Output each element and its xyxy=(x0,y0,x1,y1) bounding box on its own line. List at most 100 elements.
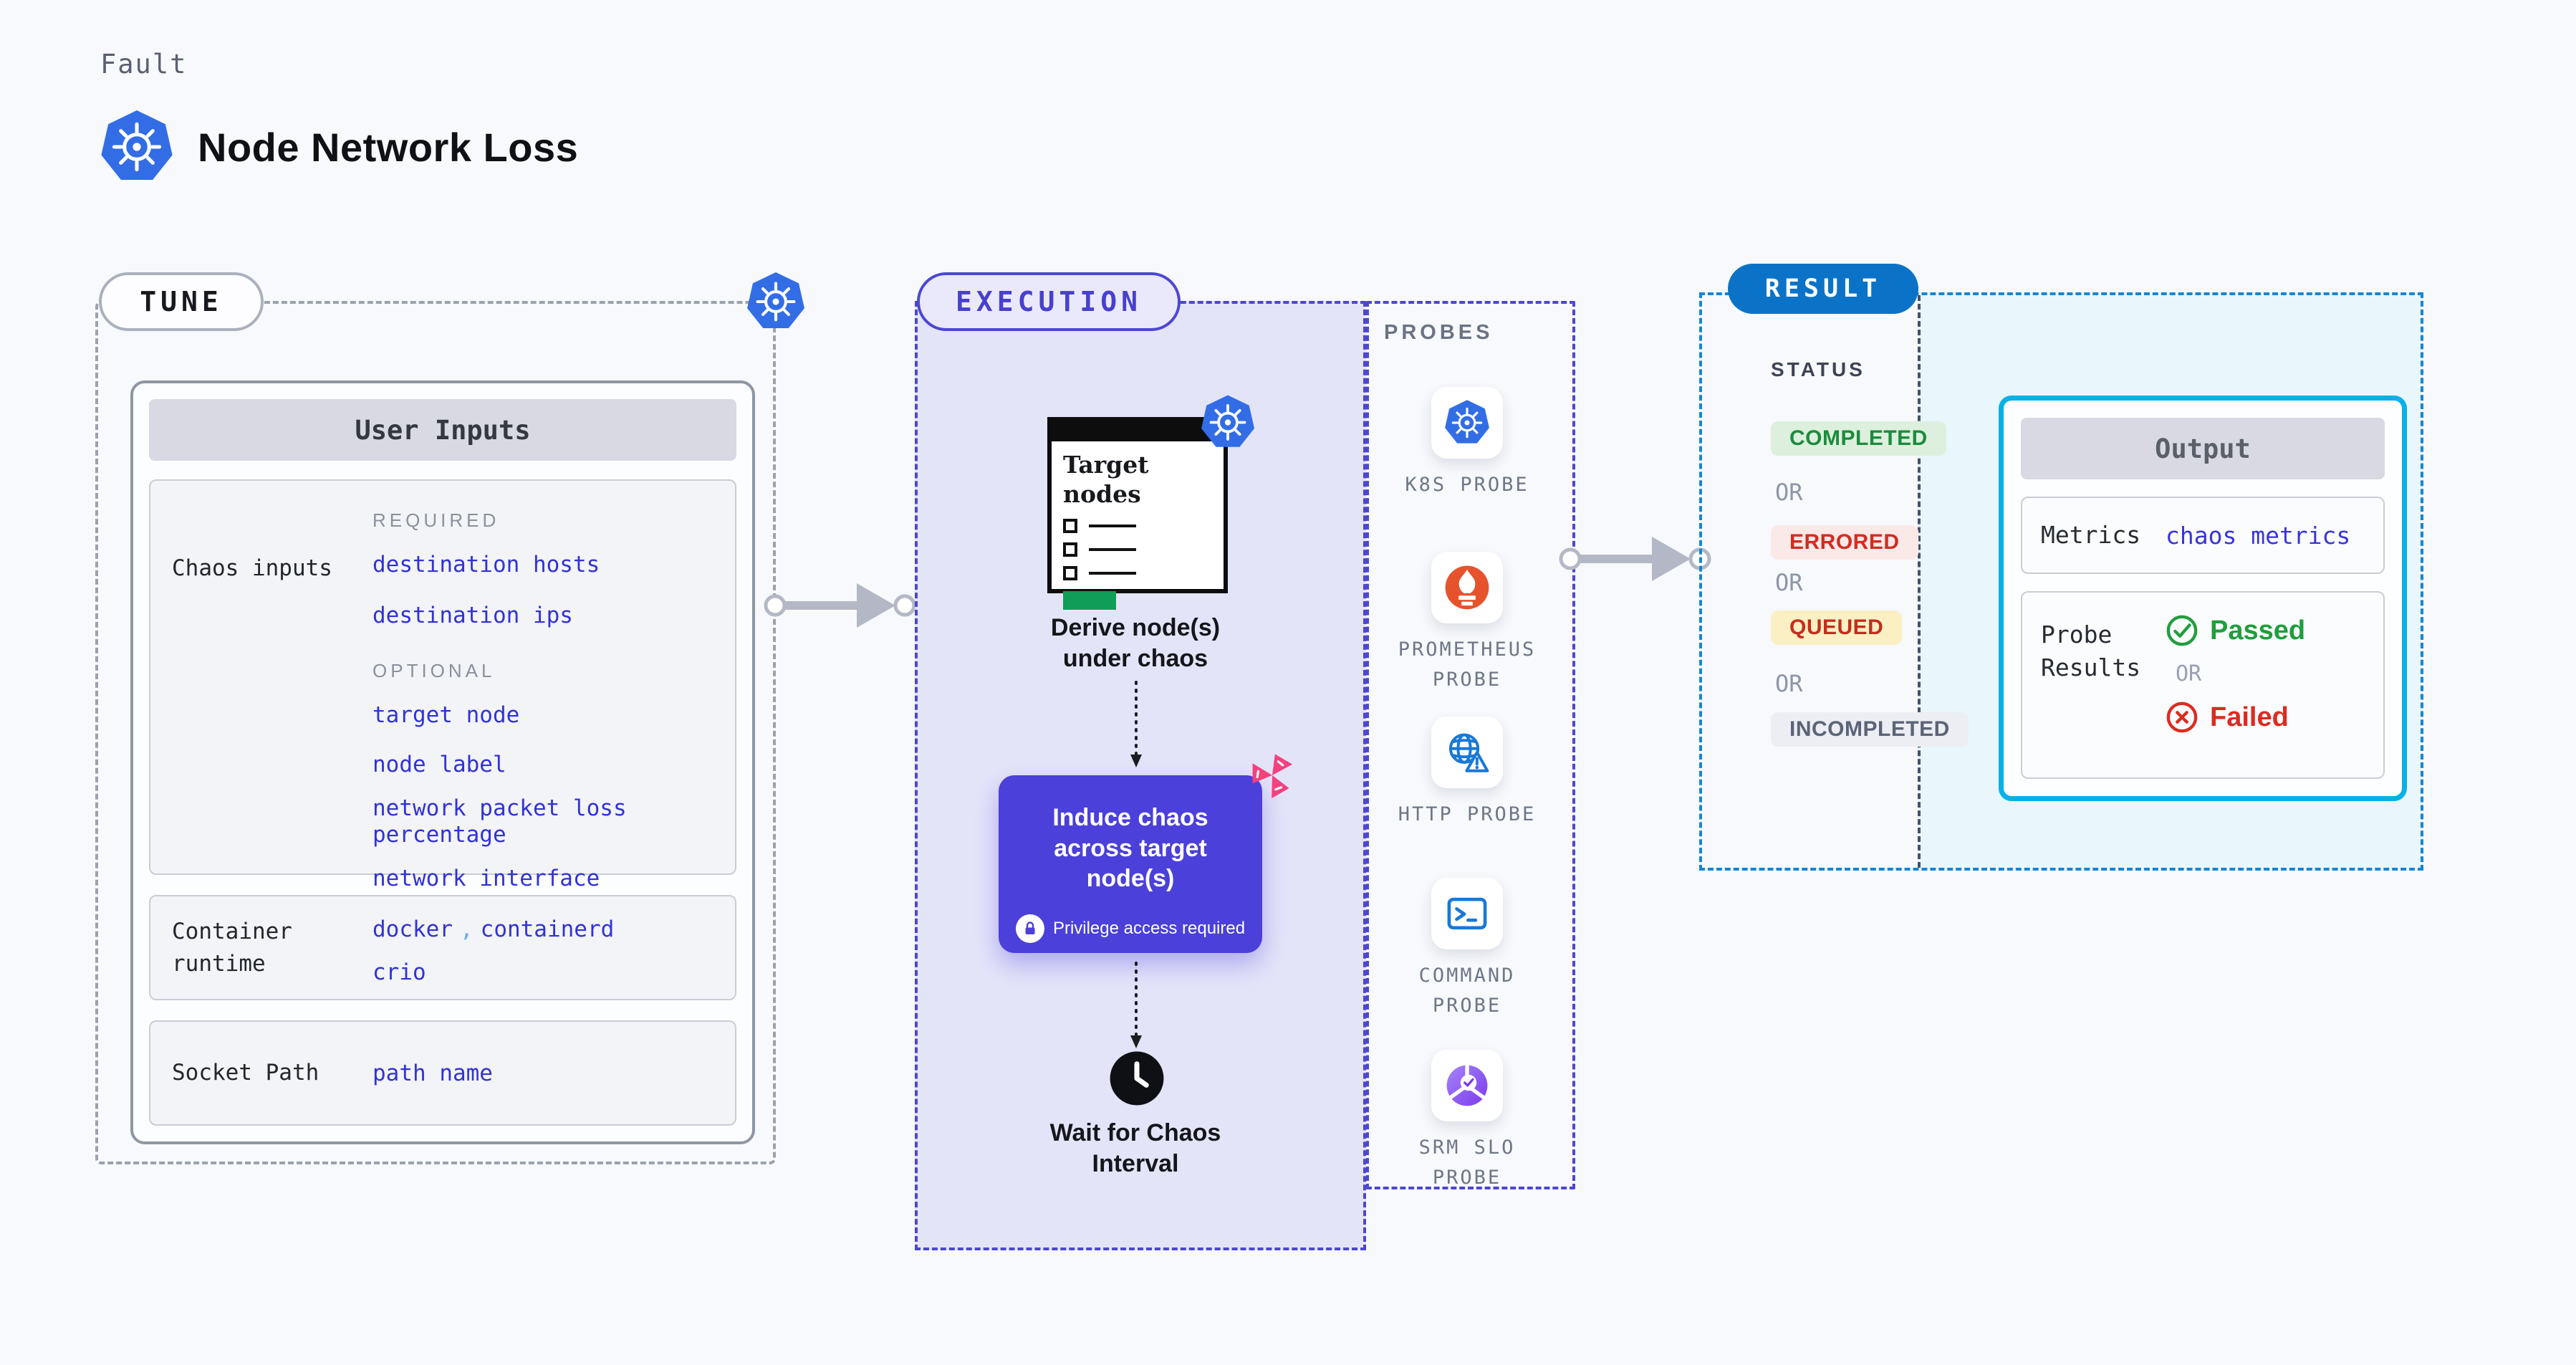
runtime-value: docker xyxy=(373,916,453,943)
metrics-label: Metrics xyxy=(2041,520,2141,549)
chaos-input-item: destination ips xyxy=(373,603,573,629)
user-inputs-title: User Inputs xyxy=(149,399,736,461)
status-heading: STATUS xyxy=(1771,358,1865,380)
derive-step-label: Derive node(s) under chaos xyxy=(1050,614,1221,672)
status-chip-completed: COMPLETED xyxy=(1771,421,1946,456)
probe-label: HTTP PROBE xyxy=(1398,803,1537,825)
status-chip-incompleted: INCOMPLETED xyxy=(1771,712,1969,747)
line-placeholder xyxy=(1089,571,1136,575)
container-runtime-row: Container runtime docker,containerd crio xyxy=(149,895,736,1001)
failed-verdict: Failed xyxy=(2166,701,2383,734)
litmus-chaos-icon xyxy=(1249,752,1295,798)
status-chip-queued: QUEUED xyxy=(1771,610,1903,645)
page-title: Node Network Loss xyxy=(198,124,579,170)
probe-card xyxy=(1431,717,1503,788)
node-checkbox-row xyxy=(1063,518,1212,533)
induce-chaos-card: Induce chaos across target node(s) Privi… xyxy=(999,775,1262,953)
chaos-inputs-row: Chaos inputs REQUIRED destination hosts … xyxy=(149,479,736,891)
node-checkbox-row xyxy=(1063,542,1212,557)
flow-arrow-tune-to-execution xyxy=(758,573,923,638)
passed-label: Passed xyxy=(2210,615,2306,646)
metrics-value: chaos metrics xyxy=(2166,521,2351,550)
socket-path-row: Socket Path path name xyxy=(149,1020,736,1126)
induce-chaos-title: Induce chaos across target node(s) xyxy=(1052,804,1208,892)
runtime-value: containerd xyxy=(480,916,615,943)
result-badge: RESULT xyxy=(1728,264,1918,314)
dotted-arrow-down xyxy=(1128,681,1145,770)
line-placeholder xyxy=(1089,524,1136,527)
status-output-divider xyxy=(1918,295,1921,868)
probes-heading: PROBES xyxy=(1384,321,1494,344)
target-nodes-title: Target nodes xyxy=(1063,451,1149,509)
target-nodes-window: Target nodes xyxy=(1047,417,1228,610)
failed-label: Failed xyxy=(2210,701,2289,732)
container-runtime-values: docker,containerd crio xyxy=(373,896,735,999)
dotted-arrow-down xyxy=(1128,962,1145,1050)
checkbox-icon xyxy=(1063,518,1077,533)
wait-step-label: Wait for Chaos Interval xyxy=(1049,1119,1221,1177)
terminal-icon xyxy=(1443,890,1491,937)
probe-item-prometheus: PROMETHEUS PROBE xyxy=(1385,552,1549,695)
checkbox-icon xyxy=(1063,542,1077,557)
output-title: Output xyxy=(2021,418,2385,479)
flow-arrow-execution-to-result xyxy=(1553,527,1718,591)
required-heading: REQUIRED xyxy=(373,509,500,532)
globe-alert-icon xyxy=(1443,729,1491,776)
x-circle-icon xyxy=(2166,701,2198,734)
kubernetes-icon xyxy=(100,109,173,185)
container-runtime-label: Container runtime xyxy=(172,918,292,977)
passed-verdict: Passed xyxy=(2166,614,2383,647)
slo-donut-icon xyxy=(1443,1062,1491,1109)
probe-results-values: Passed OR Failed xyxy=(2166,593,2383,777)
lock-icon xyxy=(1015,914,1044,943)
probe-item-srm-slo: SRM SLO PROBE xyxy=(1385,1050,1549,1193)
privilege-note: Privilege access required xyxy=(999,914,1262,943)
or-label: OR xyxy=(1775,479,1803,506)
window-title-bar xyxy=(1052,421,1224,441)
socket-path-value: path name xyxy=(373,1060,493,1086)
page-header: Node Network Loss xyxy=(100,109,578,185)
clock-icon xyxy=(1109,1050,1165,1106)
probe-item-k8s: K8S PROBE xyxy=(1385,387,1549,500)
kubernetes-icon xyxy=(746,271,805,332)
or-label: OR xyxy=(1775,569,1803,596)
optional-heading: OPTIONAL xyxy=(373,659,496,681)
kubernetes-icon xyxy=(1443,399,1491,446)
chaos-input-item: network interface xyxy=(373,866,600,892)
chaos-inputs-values: REQUIRED destination hosts destination i… xyxy=(373,481,735,892)
or-label: OR xyxy=(1775,670,1803,697)
probe-results-label: Probe Results xyxy=(2041,621,2141,682)
runtime-separator: , xyxy=(459,916,474,943)
chaos-input-item: destination hosts xyxy=(373,552,600,578)
output-card: Output Metrics chaos metrics Probe Resul… xyxy=(1999,396,2407,801)
green-button xyxy=(1063,590,1116,610)
chaos-input-item: target node xyxy=(373,701,520,728)
probe-item-http: HTTP PROBE xyxy=(1385,717,1549,830)
chaos-input-item: network packet loss percentage xyxy=(373,795,627,848)
execution-badge: EXECUTION xyxy=(917,272,1181,331)
privilege-note-text: Privilege access required xyxy=(1052,918,1246,938)
user-inputs-card: User Inputs Chaos inputs REQUIRED destin… xyxy=(130,380,755,1144)
probe-results-row: Probe Results Passed OR Failed xyxy=(2021,591,2385,779)
probe-card xyxy=(1431,387,1503,459)
probe-label: SRM SLO PROBE xyxy=(1418,1136,1516,1189)
chaos-input-item: node label xyxy=(373,751,506,777)
probe-card xyxy=(1431,552,1503,623)
check-circle-icon xyxy=(2166,614,2198,647)
node-checkbox-row xyxy=(1063,565,1212,580)
runtime-value: crio xyxy=(373,959,426,986)
socket-path-label: Socket Path xyxy=(172,1060,319,1086)
probe-label: COMMAND PROBE xyxy=(1418,964,1516,1017)
fault-eyebrow: Fault xyxy=(100,49,188,80)
metrics-row: Metrics chaos metrics xyxy=(2021,497,2385,574)
probes-section-box xyxy=(1366,301,1575,1189)
checkbox-icon xyxy=(1063,565,1077,580)
line-placeholder xyxy=(1089,547,1136,551)
status-chip-errored: ERRORED xyxy=(1771,525,1918,560)
probe-label: K8S PROBE xyxy=(1405,474,1529,496)
tune-badge: TUNE xyxy=(99,272,264,331)
chaos-inputs-label: Chaos inputs xyxy=(172,555,332,582)
or-label: OR xyxy=(2176,661,2202,686)
kubernetes-icon xyxy=(1201,394,1255,451)
